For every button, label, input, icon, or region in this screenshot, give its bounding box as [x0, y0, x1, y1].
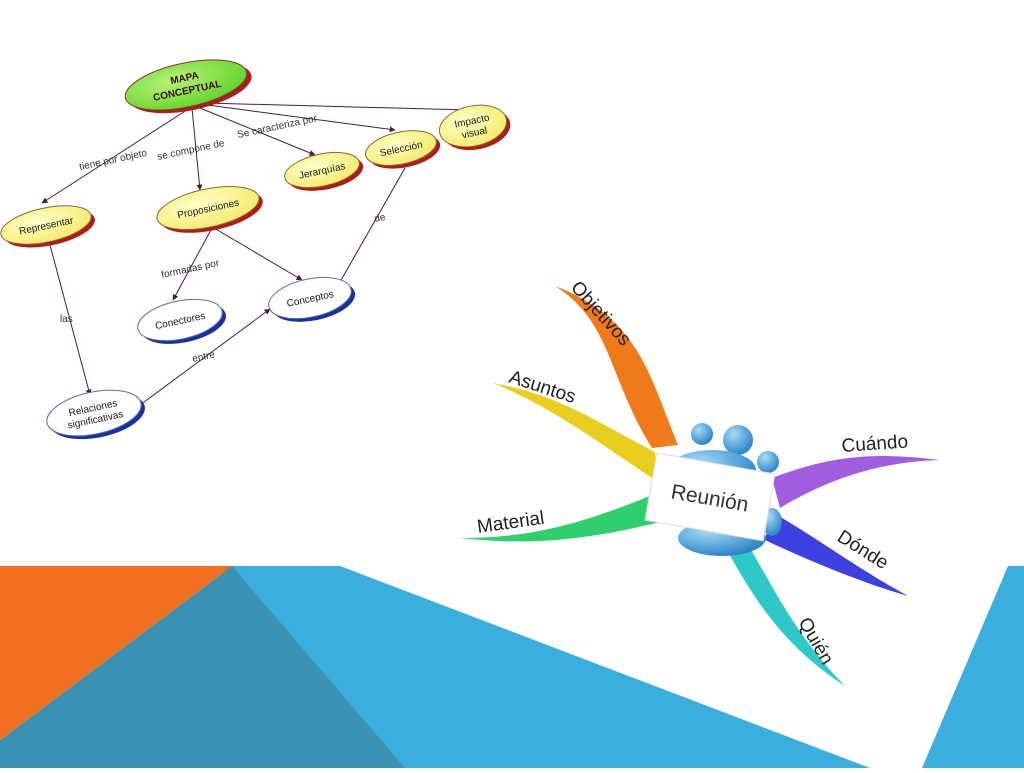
- bg-right-blue-shape: [922, 566, 1024, 768]
- edge-label-formadas-por: formadas por: [160, 258, 221, 281]
- branch-donde-shape: [765, 512, 908, 596]
- edge-label-de: de: [373, 212, 387, 225]
- mind-map-center: Reunión: [644, 423, 782, 556]
- node-representar: Representar: [0, 205, 95, 248]
- branch-label-objetivos: Objetivos: [566, 277, 635, 350]
- branch-material-shape: [460, 492, 668, 542]
- edge-label-las: las: [60, 314, 73, 325]
- node-proposiciones: Proposiciones: [156, 185, 263, 233]
- node-seleccion: Selección: [365, 130, 441, 169]
- node-jerarquias: Jerarquías: [284, 151, 364, 191]
- node-impacto-visual: Impacto visual: [438, 104, 511, 151]
- edge-label-se-compone-de: se compone de: [156, 138, 226, 163]
- center-card: Reunión: [644, 452, 776, 542]
- concept-map-edge-labels: tiene por objeto se compone de Se caract…: [60, 113, 387, 365]
- bg-blue-band: [220, 566, 870, 768]
- branch-label-cuando: Cuándo: [841, 431, 909, 457]
- edge-label-entre: entre: [191, 349, 216, 365]
- node-impacto-line-2: visual: [461, 125, 488, 141]
- node-conectores: Conectores: [137, 298, 227, 344]
- node-relaciones-significativas: Relaciones significativas: [46, 389, 145, 440]
- concept-map-edges: [41, 102, 469, 406]
- branch-objetivos-shape: [555, 286, 678, 448]
- branch-cuando-shape: [772, 456, 940, 508]
- background-shapes: [0, 566, 1024, 768]
- bg-orange-shape: [0, 566, 232, 740]
- branch-quien-shape: [728, 548, 845, 686]
- node-conceptos: Conceptos: [268, 276, 356, 322]
- edge-label-tiene-por-objeto: tiene por objeto: [78, 148, 148, 173]
- node-mapa-conceptual: MAPA CONCEPTUAL: [124, 59, 252, 114]
- concept-map-nodes: MAPA CONCEPTUAL Representar Proposicione…: [0, 59, 511, 440]
- mind-map-branches: [460, 286, 940, 686]
- bg-dark-blue-shape: [0, 566, 405, 768]
- edge-label-se-caracteriza-por: Se caracteriza por: [236, 113, 318, 141]
